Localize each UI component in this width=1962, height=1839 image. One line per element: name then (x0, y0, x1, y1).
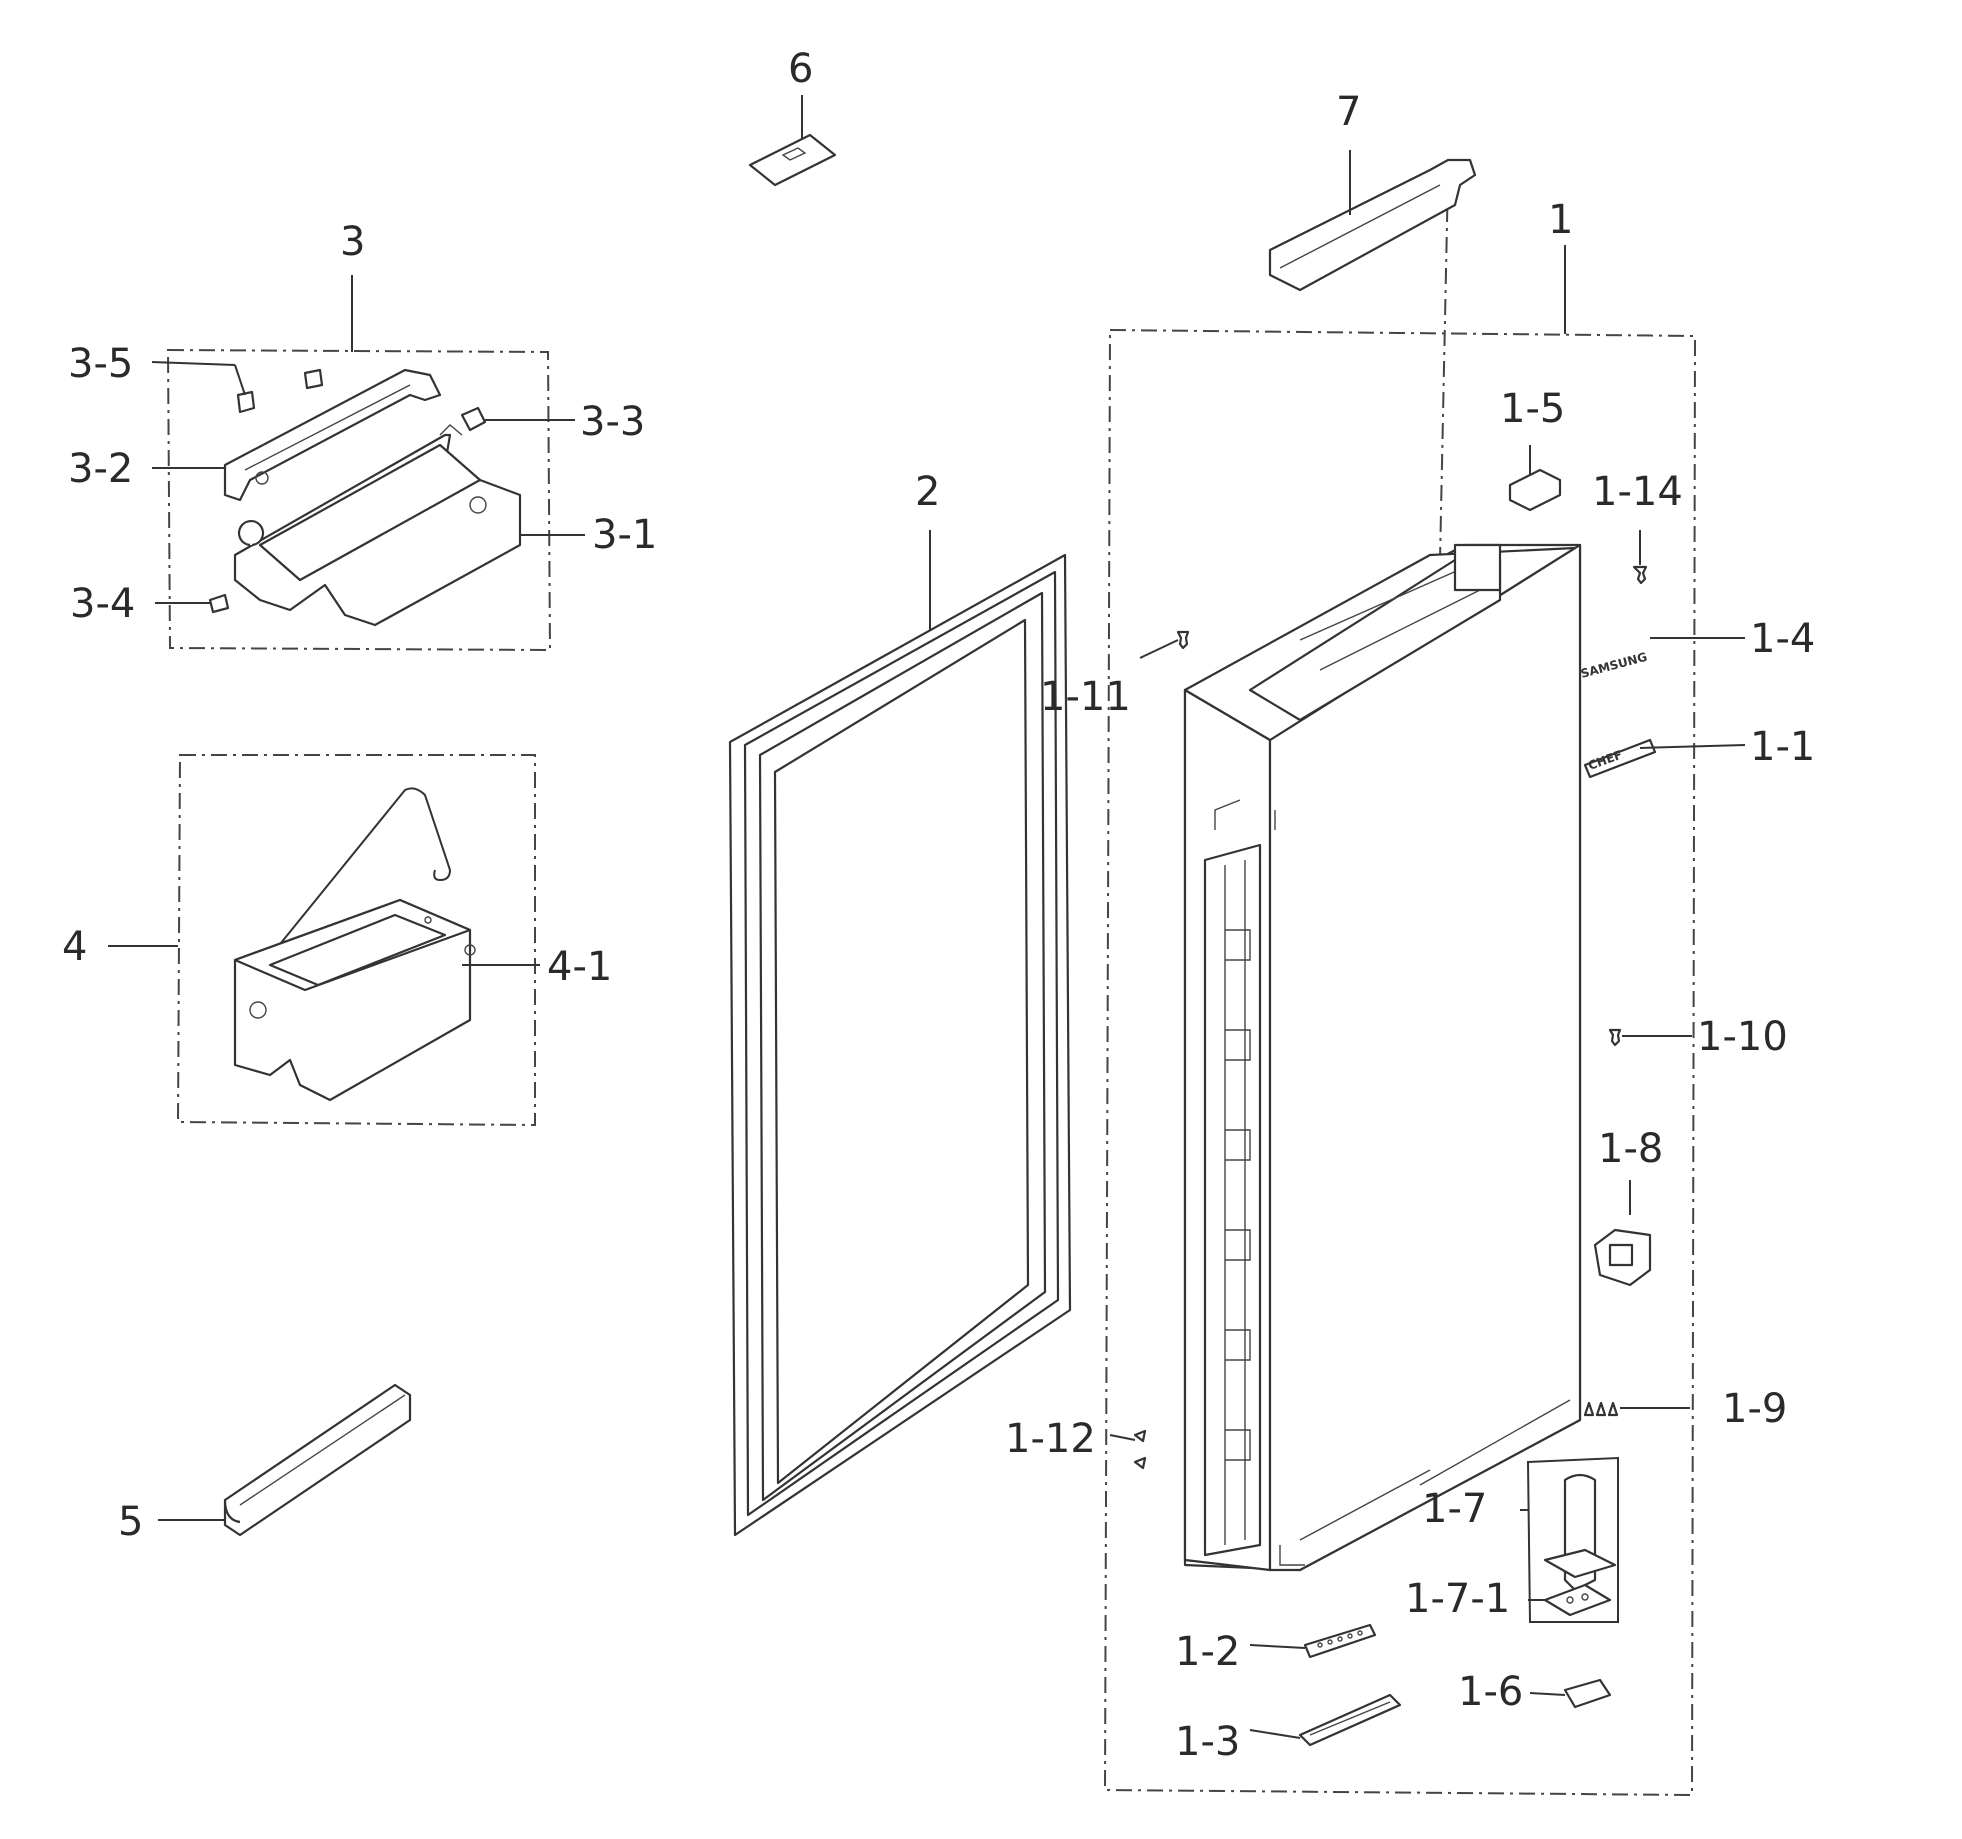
part-1-12-screws (1109, 1429, 1147, 1470)
callout-3-5: 3-5 (68, 341, 133, 387)
callout-1-1: 1-1 (1750, 724, 1815, 770)
part-5-bar (158, 1383, 412, 1537)
part-1-3-strip (1249, 1693, 1402, 1747)
callout-3-4: 3-4 (70, 581, 135, 627)
group-4-boundary (176, 754, 536, 1127)
part-2-door-gasket (728, 530, 1072, 1537)
part-6-plate (748, 95, 837, 187)
part-1-7-hinge-assembly (1520, 1456, 1619, 1623)
part-1-5-block (1508, 445, 1562, 512)
callout-2: 2 (915, 469, 940, 515)
door-body (1183, 543, 1582, 1572)
part-3-1-basket (233, 424, 585, 627)
part-1-6-clip (1529, 1678, 1612, 1709)
callout-1-11: 1-11 (1040, 674, 1131, 720)
callout-3-1: 3-1 (592, 512, 657, 558)
part-3-2-lid (152, 368, 442, 502)
callout-1-6: 1-6 (1458, 1669, 1523, 1715)
part-1-2-strip (1249, 1623, 1377, 1659)
group-3-basket-assembly (151, 275, 585, 652)
callout-1-14: 1-14 (1592, 469, 1683, 515)
part-1-9-pins (1583, 1401, 1690, 1417)
leader-1-2 (1249, 1644, 1306, 1649)
callout-1-10: 1-10 (1697, 1014, 1788, 1060)
part-3-3-knob (460, 406, 575, 432)
group-1-door-assembly: CHEF SAMSUNG (1103, 174, 1746, 1797)
callout-3-2: 3-2 (68, 446, 133, 492)
leader-1-1 (1639, 744, 1746, 749)
callout-4-1: 4-1 (547, 944, 612, 990)
leader-1-6 (1529, 1692, 1566, 1696)
callout-1-8: 1-8 (1598, 1126, 1663, 1172)
callout-1: 1 (1548, 197, 1573, 243)
callout-1-9: 1-9 (1722, 1386, 1787, 1432)
callout-1-7: 1-7 (1422, 1486, 1487, 1532)
part-1-8-hinge-cap (1593, 1180, 1652, 1287)
leader-1-3 (1249, 1729, 1301, 1739)
part-3-4-knob (155, 593, 230, 614)
part-1-10-screw (1608, 1028, 1692, 1047)
axis-line (1439, 174, 1449, 561)
part-3-5-knobs (151, 361, 324, 414)
part-1-4-brand-badge: SAMSUNG (1579, 637, 1745, 681)
part-1-1-model-badge: CHEF (1583, 738, 1746, 779)
group-4-bin-assembly (108, 754, 540, 1127)
callout-7: 7 (1336, 89, 1361, 135)
part-1-11-screw (1139, 630, 1190, 659)
callout-1-7-1: 1-7-1 (1405, 1576, 1510, 1622)
callout-3-3: 3-3 (580, 399, 645, 445)
brand-badge-text: SAMSUNG (1579, 650, 1648, 681)
callout-5: 5 (118, 1499, 143, 1545)
part-7-top-cover (1268, 150, 1477, 292)
group-3-boundary (166, 348, 552, 652)
callout-labels: 1 1-1 1-2 1-3 1-4 1-5 1-6 1-7 1-7-1 1-8 … (62, 46, 1815, 1765)
callout-3: 3 (340, 219, 365, 265)
part-1-14-screw (1632, 530, 1648, 585)
callout-1-5: 1-5 (1500, 386, 1565, 432)
callout-1-12: 1-12 (1005, 1416, 1096, 1462)
callout-6: 6 (788, 46, 813, 92)
callout-1-4: 1-4 (1750, 616, 1815, 662)
part-4-1-bin (233, 898, 540, 1102)
callout-4: 4 (62, 924, 87, 970)
door-shelf-notches (1225, 929, 1251, 1461)
callout-1-3: 1-3 (1175, 1719, 1240, 1765)
callout-1-2: 1-2 (1175, 1629, 1240, 1675)
